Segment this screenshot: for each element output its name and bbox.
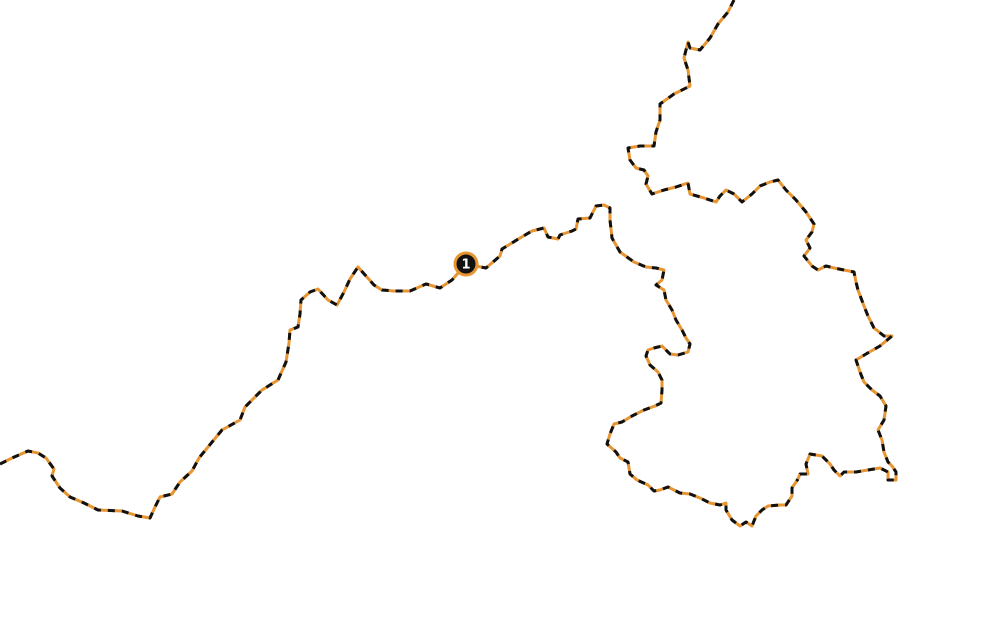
route-line-base (0, 203, 800, 528)
route-line-base (626, 0, 898, 482)
marker-label: 1 (461, 258, 470, 273)
marker-pin-icon (453, 251, 479, 277)
route-line-dash (626, 0, 898, 482)
route-eastern-boundary[interactable] (626, 0, 898, 482)
waypoint-marker-1[interactable]: 1 (453, 251, 479, 277)
route-western-boundary[interactable] (0, 203, 800, 528)
route-line-dash (0, 203, 800, 528)
